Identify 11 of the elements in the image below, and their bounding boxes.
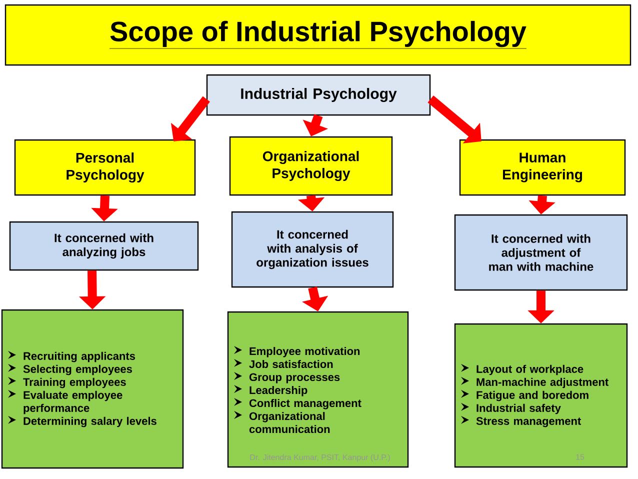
title-banner: Scope of Industrial Psychology — [4, 4, 632, 66]
category-box: Human Engineering — [459, 139, 626, 196]
description-box: It concerned with analyzing jobs — [9, 221, 199, 271]
footer-text: Dr. Jitendra Kumar, PSIT, Kanpur (U.P.) — [250, 454, 390, 462]
category-box: Personal Psychology — [14, 139, 196, 196]
slide-number: 15 — [576, 454, 584, 460]
list-box: Recruiting applicants Selecting employees Training employees Evaluate employee performance Determining salary levels — [1, 309, 184, 469]
description-box: It concerned with adjustment of man with machine — [454, 214, 628, 291]
description-box: It concerned with analysis of organization issues — [231, 211, 394, 288]
heading-box: Industrial Psychology — [206, 74, 431, 116]
category-box: Organizational Psychology — [229, 136, 393, 196]
